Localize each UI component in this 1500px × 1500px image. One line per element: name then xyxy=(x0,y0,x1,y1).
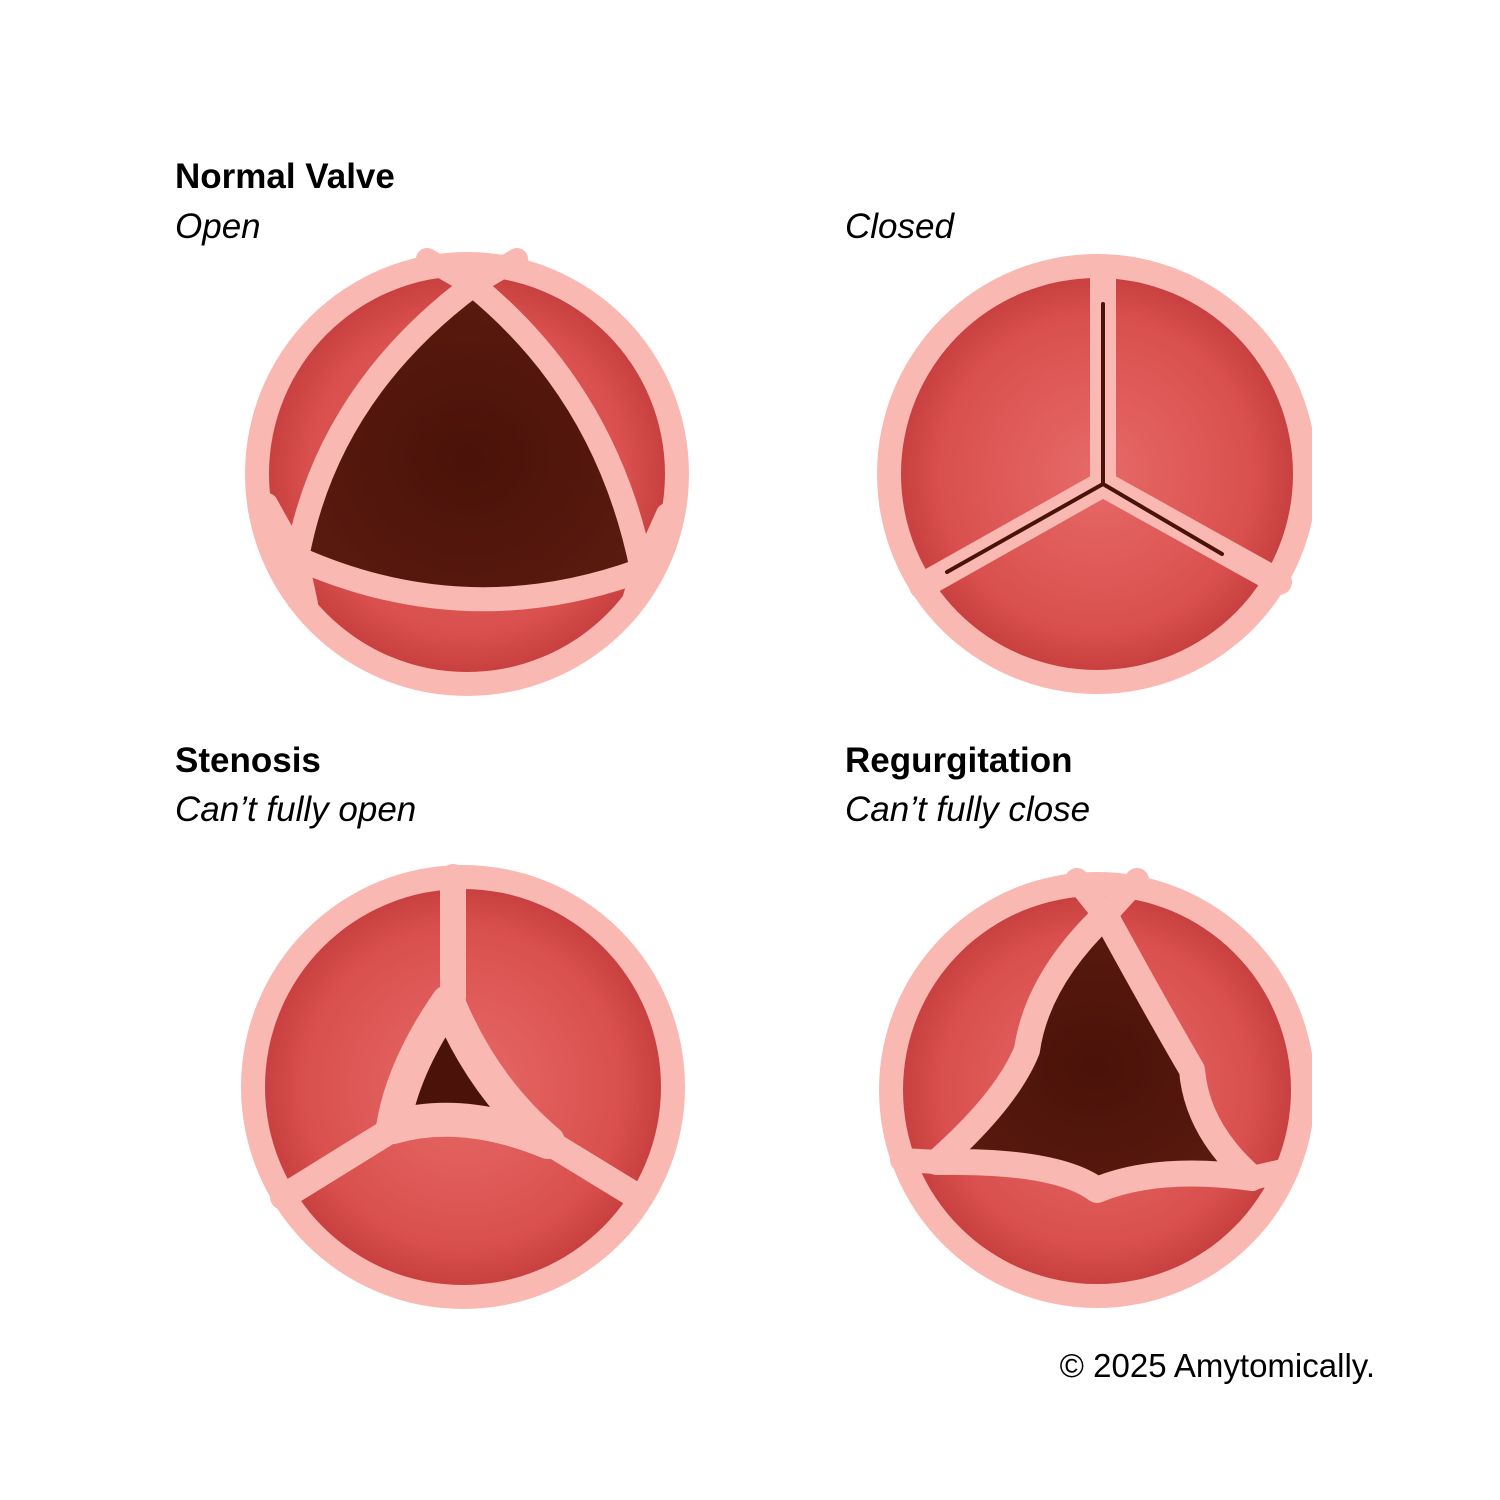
panel-subtitle-cant-open: Can’t fully open xyxy=(175,790,417,829)
panel-subtitle-open: Open xyxy=(175,207,261,246)
copyright-text: © 2025 Amytomically. xyxy=(1059,1347,1375,1384)
panel-title-normal-valve: Normal Valve xyxy=(175,157,395,196)
valve-illustration-regurgitation xyxy=(867,860,1312,1320)
valve-illustration-stenosis xyxy=(233,857,693,1317)
panel-title-stenosis: Stenosis xyxy=(175,741,321,780)
valve-illustration-open xyxy=(237,244,697,704)
panel-title-regurgitation: Regurgitation xyxy=(845,741,1073,780)
panel-subtitle-closed: Closed xyxy=(845,207,954,246)
valve-illustration-closed xyxy=(867,244,1312,704)
panel-subtitle-cant-close: Can’t fully close xyxy=(845,790,1091,829)
